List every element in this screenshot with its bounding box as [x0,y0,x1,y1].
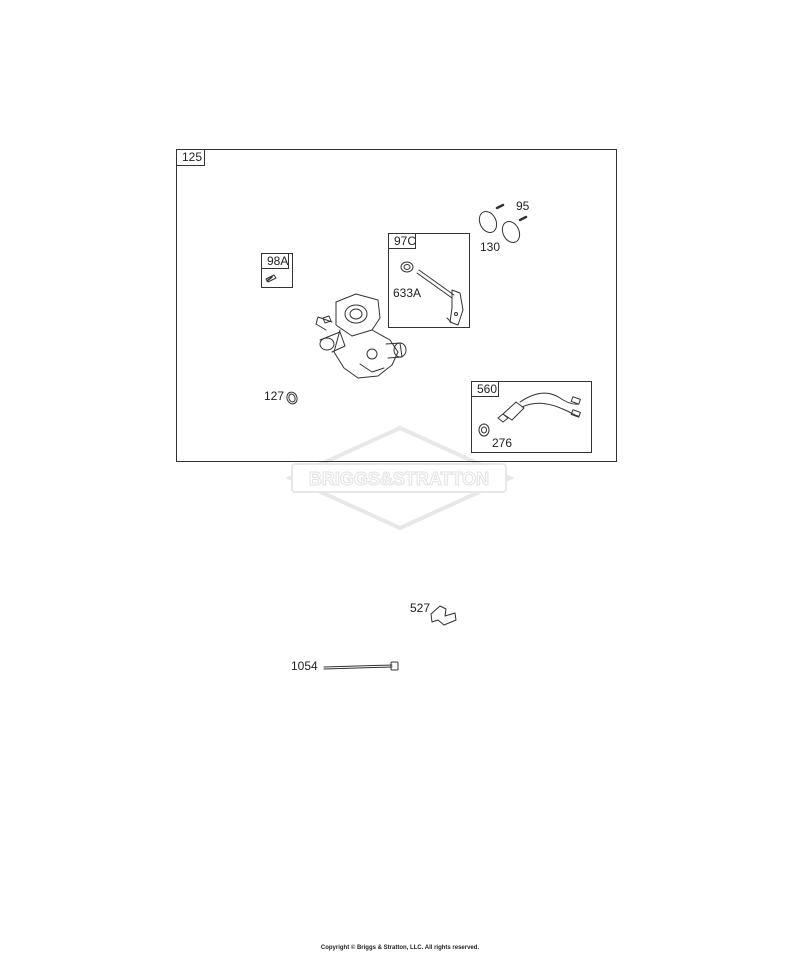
clip-part-527 [430,605,457,626]
copyright-notice: Copyright © Briggs & Stratton, LLC. All … [320,945,480,951]
washer-part-276 [478,423,490,437]
callout-130: 130 [480,240,501,254]
assembly-frame-125: 125 [176,149,617,462]
throttle-shaft-part-633a [416,269,464,326]
cable-tie-part-1054 [323,661,399,671]
carburetor-body-part [315,293,407,379]
screw-part-95 [495,203,528,222]
callout-127: 127 [264,389,285,403]
fuel-solenoid-part-560 [497,392,581,423]
callout-527: 527 [410,601,431,615]
seal-part-97c [400,261,414,273]
callout-633a: 633A [393,286,422,300]
callout-276: 276 [492,436,513,450]
kit-label-98a: 98A [261,253,289,269]
o-ring-part-127 [286,391,298,405]
kit-label-97c: 97C [388,233,416,249]
callout-95: 95 [516,199,530,213]
throttle-plate-part-130 [478,210,521,244]
assembly-label-125: 125 [176,149,205,166]
kit-label-560: 560 [471,381,499,397]
watermark-brand-text: BRIGGS&STRATTON [309,469,489,489]
idle-screw-part-98a [265,274,277,283]
kit-frame-97c: 97C [388,233,470,328]
kit-frame-98a: 98A [261,253,293,288]
callout-1054: 1054 [291,659,318,673]
kit-frame-560: 560 [471,381,592,453]
